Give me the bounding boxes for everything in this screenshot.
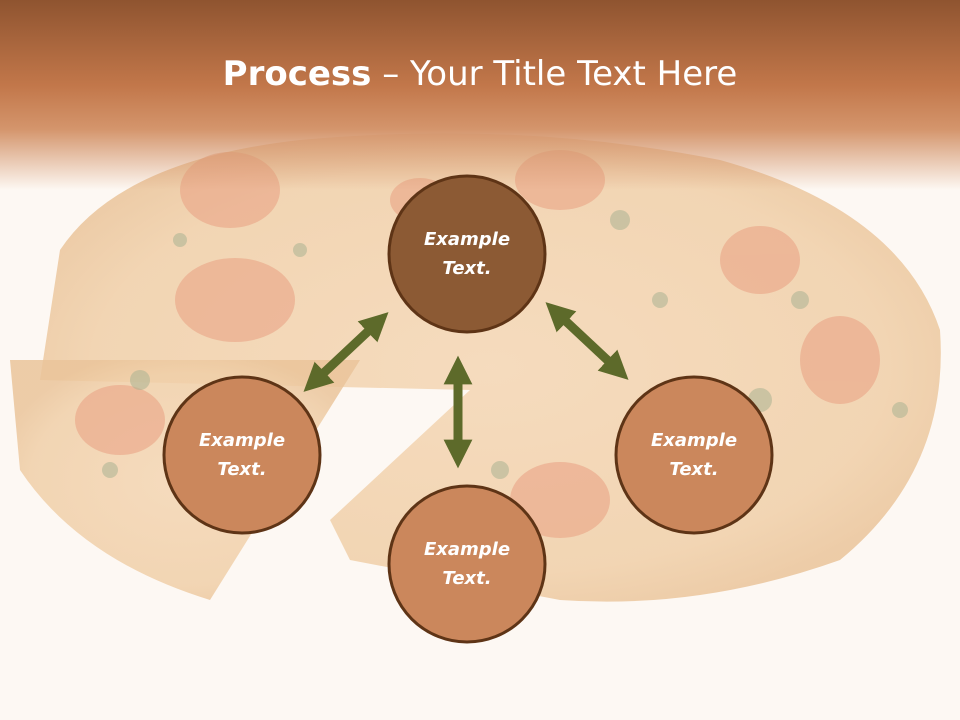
node-top-line1: Example: [423, 229, 511, 250]
node-top-label: Example Text.: [389, 225, 545, 283]
node-right-line1: Example: [650, 430, 738, 451]
title-text: Your Title Text Here: [410, 54, 738, 94]
slide-title: Process – Your Title Text Here: [0, 52, 960, 96]
node-bottom-line1: Example: [423, 539, 511, 560]
title-dash: –: [371, 54, 411, 94]
node-right-line2: Text.: [669, 459, 719, 480]
node-right-label: Example Text.: [616, 426, 772, 484]
arrow-top-right: [545, 302, 629, 380]
title-banner: [0, 0, 960, 190]
node-left-line2: Text.: [217, 459, 267, 480]
node-left-line1: Example: [198, 430, 286, 451]
node-top-line2: Text.: [442, 258, 492, 279]
node-right-circle[interactable]: [614, 375, 774, 535]
node-bottom-line2: Text.: [442, 568, 492, 589]
pizza-herbs: [102, 210, 908, 479]
arrow-top-left: [303, 312, 389, 392]
node-left-label: Example Text.: [164, 426, 320, 484]
node-top-circle[interactable]: [387, 174, 547, 334]
node-bottom-label: Example Text.: [389, 535, 545, 593]
node-bottom-circle[interactable]: [387, 484, 547, 644]
title-bold-word: Process: [222, 54, 372, 94]
node-left-circle[interactable]: [162, 375, 322, 535]
